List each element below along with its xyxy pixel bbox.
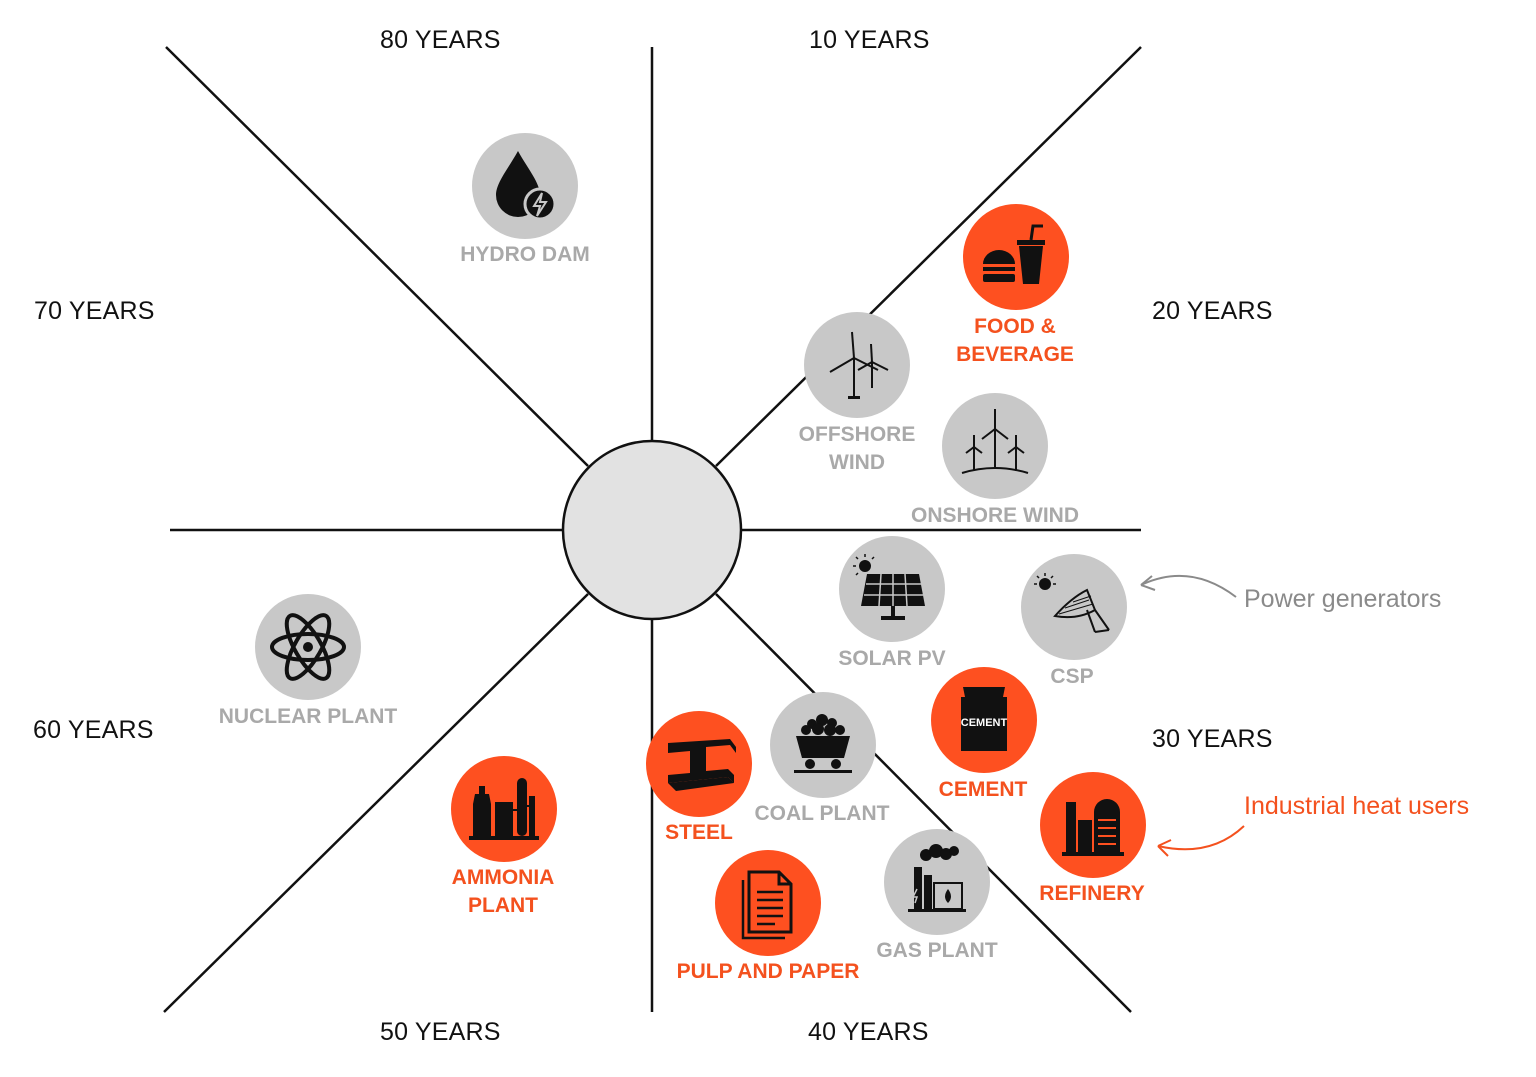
cement-node: CEMENT: [931, 667, 1037, 773]
sector-label-30: 30 YEARS: [1152, 725, 1273, 753]
coal-plant-node: [770, 692, 876, 798]
nuclear-plant-node: [255, 594, 361, 700]
solar-dish-icon: [1034, 573, 1110, 633]
solar-pv-node: [839, 536, 945, 642]
offshore-wind-node: [804, 312, 910, 418]
burger-drink-icon: [983, 224, 1045, 284]
document-icon: [741, 870, 793, 940]
coal-plant-label: COAL PLANT: [754, 802, 890, 825]
spoke-northeast: [715, 46, 1142, 467]
refinery-icon: [1062, 799, 1124, 856]
hydro-dam-node: [472, 133, 578, 239]
food-beverage-label: FOOD & BEVERAGE: [956, 315, 1074, 366]
solar-pv-label: SOLAR PV: [838, 647, 946, 670]
legend-power-generators: Power generators: [1244, 585, 1442, 613]
gas-plant-label: GAS PLANT: [876, 939, 998, 962]
atom-icon: [270, 613, 346, 681]
ammonia-plant-label: AMMONIA PLANT: [451, 866, 555, 917]
gas-plant-icon: [908, 844, 966, 912]
csp-label: CSP: [1050, 665, 1094, 688]
hydro-dam-label: HYDRO DAM: [460, 243, 590, 266]
nuclear-plant-label: NUCLEAR PLANT: [218, 705, 398, 728]
csp-node: [1021, 554, 1127, 660]
power-legend-arrow: [1140, 574, 1237, 598]
pulp-paper-label: PULP AND PAPER: [676, 960, 860, 983]
coal-cart-icon: [794, 714, 852, 773]
legend-industrial-heat-users: Industrial heat users: [1244, 792, 1470, 820]
pulp-paper-node: [715, 850, 821, 956]
spoke-southwest: [163, 593, 589, 1013]
water-drop-lightning-icon: [496, 151, 557, 221]
solar-panel-icon: [853, 554, 925, 620]
gas-plant-node: [884, 829, 990, 935]
chemical-plant-icon: [469, 778, 539, 840]
food-beverage-node: [963, 204, 1069, 310]
steel-beam-icon: [668, 739, 736, 791]
refinery-label: REFINERY: [1039, 882, 1145, 905]
cement-bag-icon: CEMENT: [961, 687, 1008, 751]
industrial-legend-arrow: [1157, 825, 1245, 851]
onshore-wind-node: [942, 393, 1048, 499]
wind-turbines-icon: [829, 331, 889, 399]
sector-label-50: 50 YEARS: [380, 1018, 501, 1046]
sector-label-60: 60 YEARS: [33, 716, 154, 744]
spoke-southeast: [715, 593, 1132, 1013]
sector-label-80: 80 YEARS: [380, 26, 501, 54]
refinery-node: [1040, 772, 1146, 878]
offshore-wind-label: OFFSHORE WIND: [798, 423, 916, 474]
sector-label-40: 40 YEARS: [808, 1018, 929, 1046]
onshore-wind-label: ONSHORE WIND: [911, 504, 1079, 527]
spoke-northwest: [165, 46, 589, 467]
sector-label-10: 10 YEARS: [809, 26, 930, 54]
steel-node: [646, 711, 752, 817]
sector-label-70: 70 YEARS: [34, 297, 155, 325]
center-hub: [561, 439, 743, 621]
ammonia-plant-node: [451, 756, 557, 862]
cement-bag-text: CEMENT: [961, 717, 1008, 729]
sector-label-20: 20 YEARS: [1152, 297, 1273, 325]
wind-farm-icon: [961, 409, 1029, 474]
cement-label: CEMENT: [938, 778, 1028, 801]
steel-label: STEEL: [665, 821, 733, 844]
